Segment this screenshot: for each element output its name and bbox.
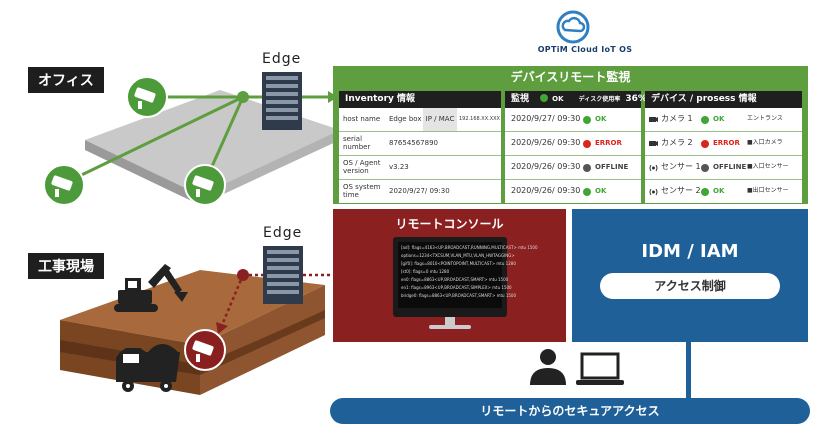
camera-device-site	[184, 329, 226, 371]
device-note: ■入口センサー	[747, 163, 789, 171]
device-row: センサー 1 OFFLINE ■入口センサー	[645, 156, 802, 180]
inventory-row-os: OS / Agent version v3.23	[339, 156, 501, 180]
excavator-icon	[114, 264, 188, 312]
secure-access-bar[interactable]: リモートからのセキュアアクセス	[330, 398, 810, 424]
monitoring-time: 2020/9/26/ 09:30	[511, 186, 581, 196]
edge-label-office: Edge	[262, 51, 302, 67]
cloud-logo-icon	[556, 10, 590, 44]
console-line: en1: flags=8963<UP,BROADCAST,SIMPLEX> mt…	[401, 285, 512, 290]
device-note: エントランス	[747, 115, 783, 123]
monitoring-time: 2020/9/26/ 09:30	[511, 138, 581, 148]
disk-usage-value: 36%	[625, 94, 647, 104]
edge-box-office-icon	[262, 72, 302, 130]
device-column: デバイス / prosess 情報 カメラ 1 OK エントランス カメラ 2 …	[645, 91, 802, 203]
inventory-label: OS / Agent version	[343, 159, 381, 175]
monitoring-header-label: 監視	[511, 94, 530, 104]
site-label-construction: 工事現場	[28, 253, 104, 279]
laptop-icon	[576, 352, 624, 385]
inventory-label: host name	[343, 114, 381, 123]
device-row: センサー 2 OK ■出口センサー	[645, 180, 802, 203]
inventory-value: Edge box	[389, 114, 422, 123]
console-line: [st0]: flags=0 mtu 1280	[401, 269, 450, 274]
site-label-office: オフィス	[28, 67, 104, 93]
device-note: ■出口センサー	[747, 187, 789, 195]
camera-device-2	[43, 164, 85, 206]
edge-box-site-icon	[263, 246, 303, 304]
device-note: ■入口カメラ	[747, 139, 783, 147]
monitoring-time: 2020/9/27/ 09:30	[511, 114, 581, 124]
inventory-row-host: host name Edge box IP / MAC 192.168.XX.X…	[339, 108, 501, 132]
console-screen: [ad]: flags=4163<UP,BROADCAST,RUNNING,MU…	[398, 242, 538, 308]
panel-title: デバイスリモート監視	[510, 70, 631, 84]
device-name: センサー 1	[661, 162, 701, 172]
inventory-label: OS system time	[343, 183, 381, 199]
console-line: options=1234<TXCSUM,VLAN_MTU,VLAN_HWTAGG…	[401, 253, 515, 258]
office-hub-node	[237, 91, 249, 103]
camera-icon	[649, 108, 659, 131]
monitoring-row: 2020/9/26/ 09:30 ERROR	[505, 132, 641, 156]
inventory-header: Inventory 情報	[339, 91, 501, 108]
device-name: カメラ 1	[661, 114, 693, 124]
remote-console-panel: リモートコンソール [ad]: flags=4163<UP,BROADCAST,…	[333, 209, 566, 342]
device-name: センサー 2	[661, 186, 701, 196]
console-line: bridge0: flags=8863<UP,BROADCAST,SMART> …	[401, 293, 517, 298]
monitoring-status: ERROR	[583, 132, 641, 155]
device-name: カメラ 2	[661, 138, 693, 148]
device-status: OFFLINE	[701, 156, 747, 179]
monitoring-row: 2020/9/27/ 09:30 OK	[505, 108, 641, 132]
site-hub-node	[237, 269, 249, 281]
site-arrow-icon	[216, 322, 228, 334]
camera-device-1	[126, 76, 168, 118]
user-icon	[530, 349, 566, 385]
logo-text: OPTiM Cloud IoT OS	[537, 45, 633, 54]
inventory-row-time: OS system time 2020/9/27/ 09:30	[339, 180, 501, 203]
monitoring-status: OFFLINE	[583, 156, 641, 179]
inventory-value: 2020/9/27/ 09:30	[389, 186, 450, 195]
camera-device-3	[184, 164, 226, 206]
device-status: ERROR	[701, 132, 747, 155]
console-line: [ad]: flags=4163<UP,BROADCAST,RUNNING,MU…	[401, 245, 538, 250]
monitoring-row: 2020/9/26/ 09:30 OK	[505, 180, 641, 203]
site-network-lines	[220, 273, 330, 326]
disk-usage-label: ディスク使用率	[578, 96, 621, 103]
inventory-value: 87654567890	[389, 138, 438, 147]
console-line: [gif0]: flags=8010<POINTOPOINT,MULTICAST…	[401, 261, 516, 266]
inventory-label: serial number	[343, 135, 371, 151]
device-row: カメラ 2 ERROR ■入口カメラ	[645, 132, 802, 156]
monitoring-status: OK	[583, 108, 641, 131]
monitor-base	[429, 325, 471, 329]
monitor-stand	[445, 317, 455, 325]
monitoring-column: 監視 OK ディスク使用率 36% 2020/9/27/ 09:30 OK 20…	[505, 91, 647, 203]
idm-title: IDM / IAM	[641, 241, 739, 262]
device-header: デバイス / prosess 情報	[645, 91, 802, 108]
console-title: リモートコンソール	[395, 217, 504, 231]
edge-label-site: Edge	[263, 225, 303, 241]
inventory-column: Inventory 情報 host name Edge box IP / MAC…	[339, 91, 501, 203]
monitoring-status: OK	[583, 180, 641, 203]
inventory-extra-value: 192.168.XX.XXX	[459, 115, 500, 122]
device-status: OK	[701, 108, 747, 131]
monitoring-header-status: OK	[540, 94, 564, 104]
sensor-icon	[649, 156, 659, 179]
device-status: OK	[701, 180, 747, 203]
sensor-icon	[649, 180, 659, 203]
monitor-icon: [ad]: flags=4163<UP,BROADCAST,RUNNING,MU…	[393, 237, 538, 317]
camera-icon	[649, 132, 659, 155]
device-monitor-panel: デバイスリモート監視 Inventory 情報 host name Edge b…	[333, 66, 808, 204]
monitoring-row: 2020/9/26/ 09:30 OFFLINE	[505, 156, 641, 180]
inventory-extra-label: IP / MAC	[423, 108, 457, 131]
monitoring-header: 監視 OK ディスク使用率 36%	[505, 91, 647, 108]
dump-truck-icon	[116, 344, 180, 392]
idm-iam-panel: IDM / IAM アクセス制御	[572, 209, 808, 342]
device-row: カメラ 1 OK エントランス	[645, 108, 802, 132]
access-control-button[interactable]: アクセス制御	[600, 273, 780, 299]
monitoring-time: 2020/9/26/ 09:30	[511, 162, 581, 172]
console-line: en0: flags=8863<UP,BROADCAST,SMART> mtu …	[401, 277, 509, 282]
inventory-row-serial: serial number 87654567890	[339, 132, 501, 156]
inventory-value: v3.23	[389, 162, 409, 171]
